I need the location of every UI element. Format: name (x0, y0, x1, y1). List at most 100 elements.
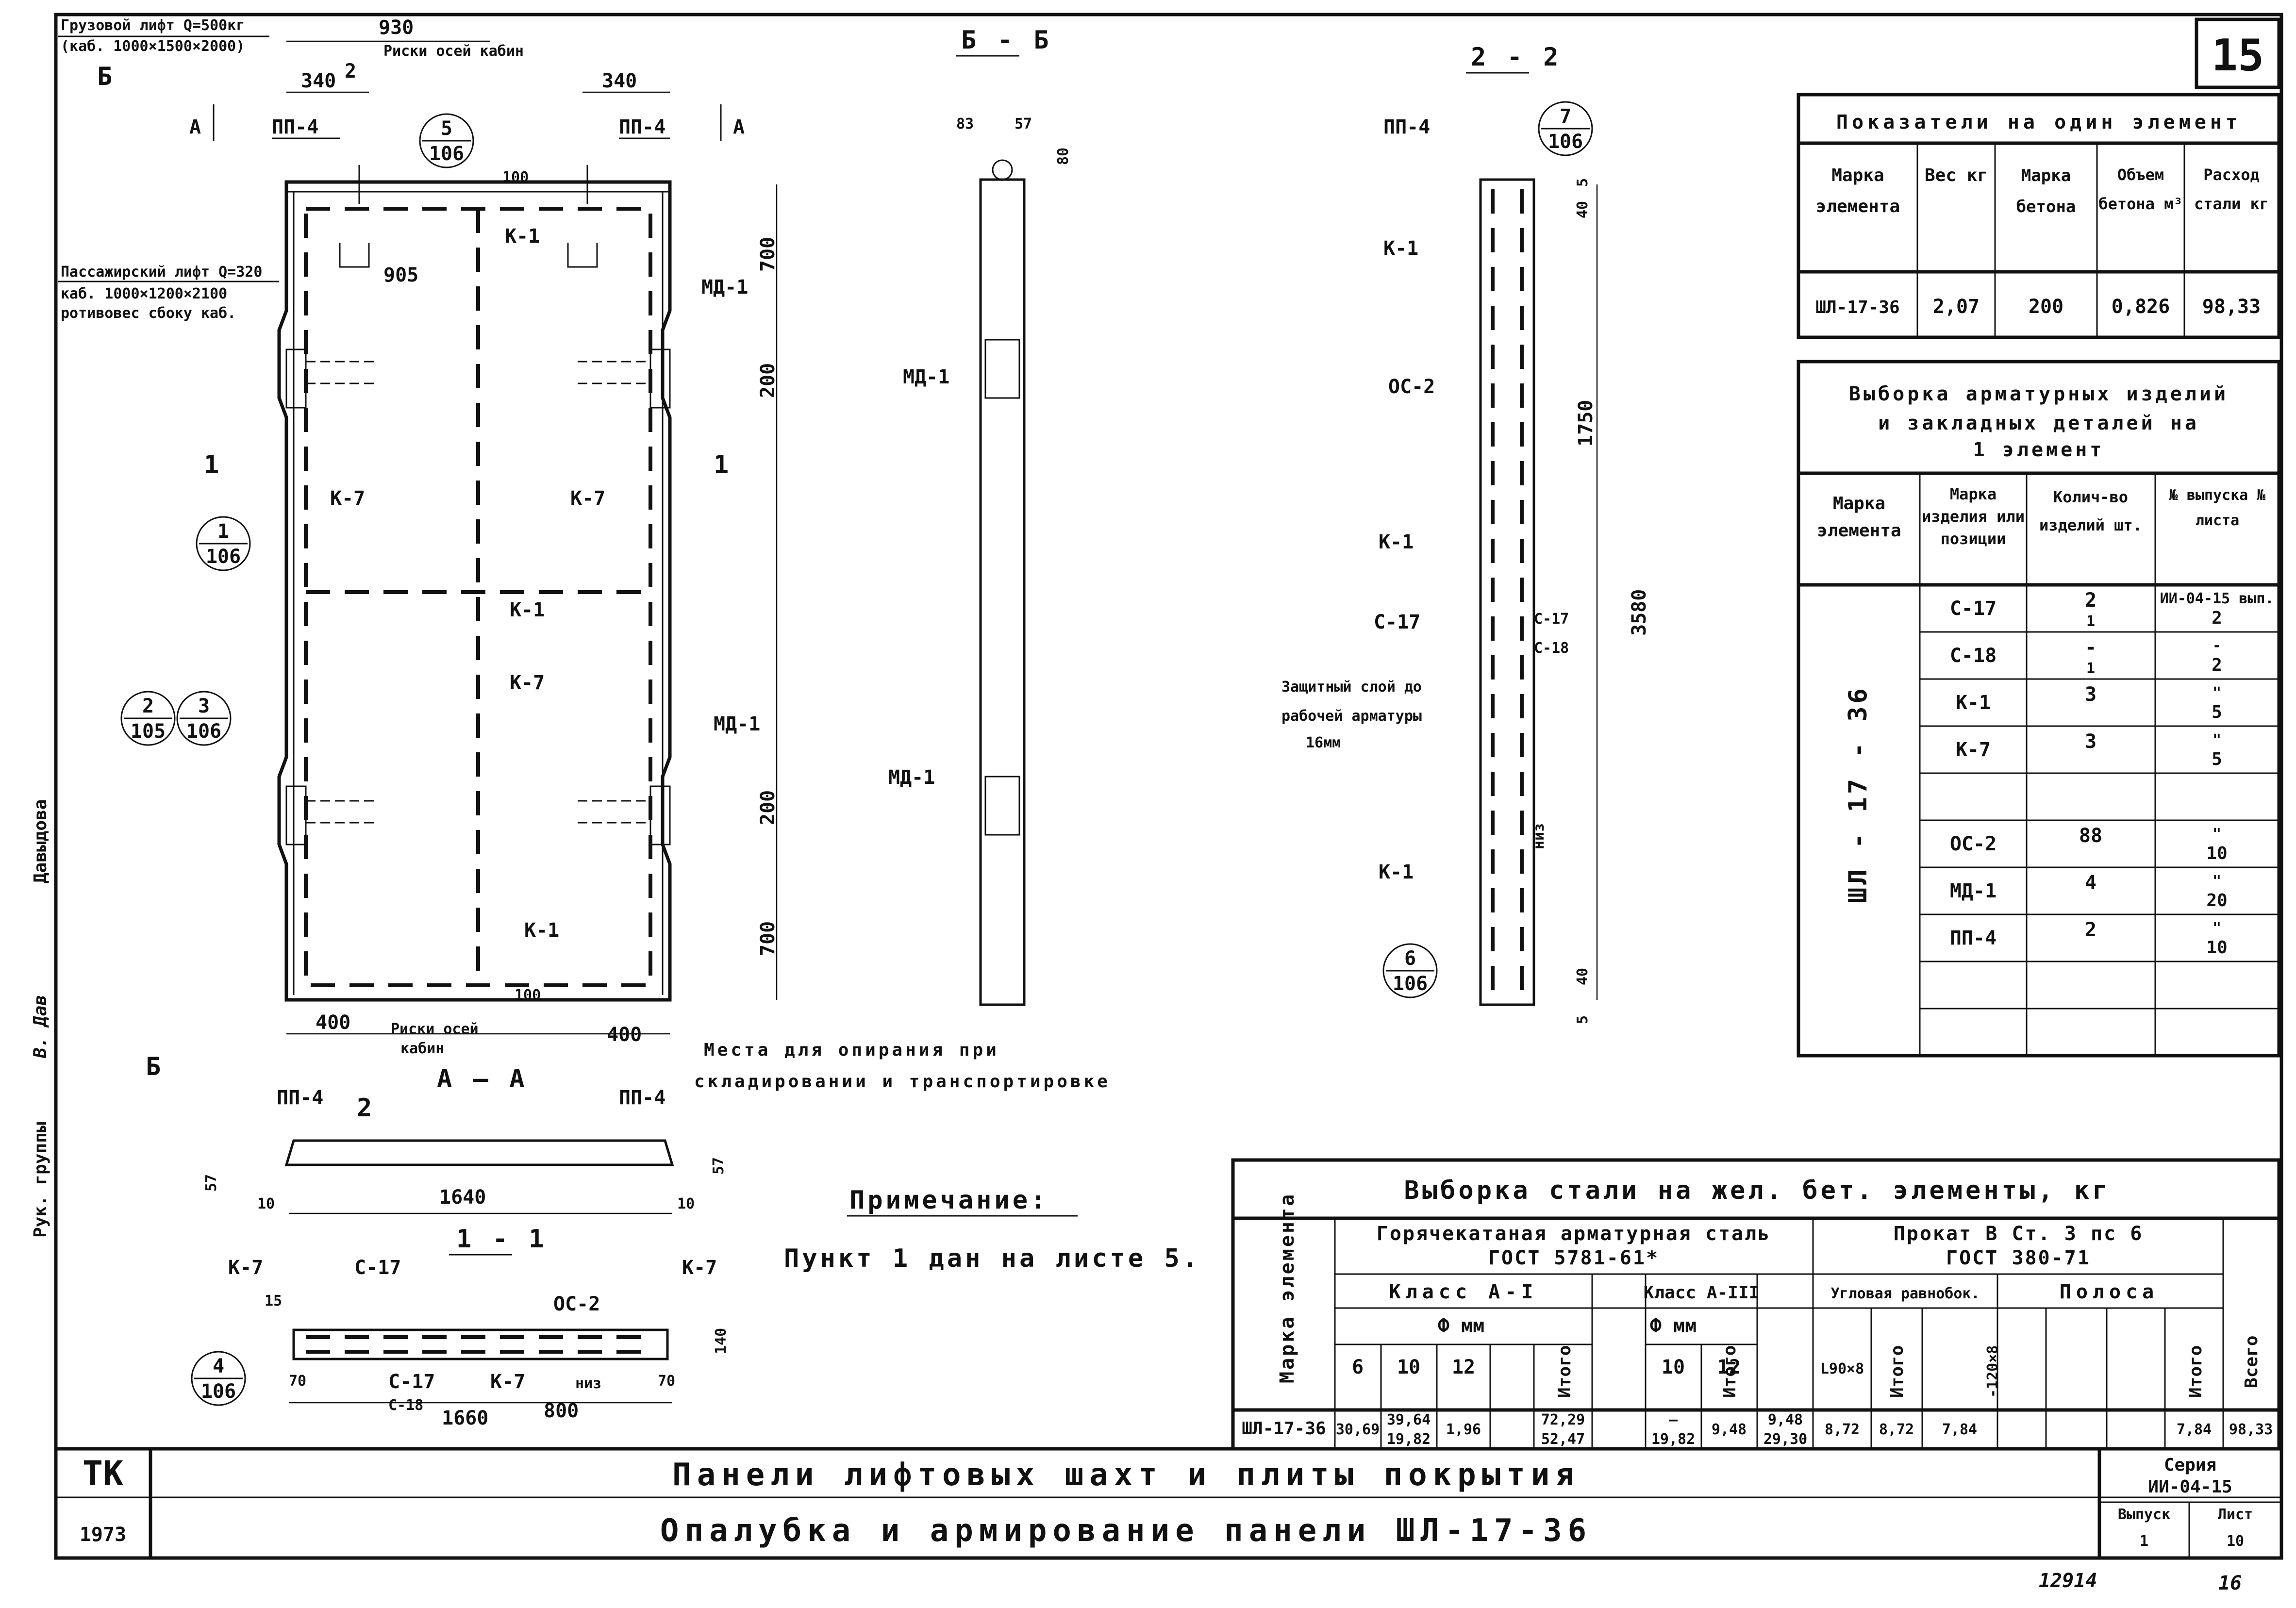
product-row-ref-top: " (2213, 826, 2221, 843)
label-pp4-22: ПП-4 (1383, 116, 1430, 138)
product-row-mark: С-17 (1950, 597, 1997, 620)
products-title-2: и закладных деталей на (1878, 412, 2199, 434)
title-block: ТК 1973 Панели лифтовых шахт и плиты пок… (80, 1454, 2253, 1550)
protective-layer-2: рабочей арматуры (1281, 708, 1422, 725)
products-header-ref: № выпуска № листа (2169, 487, 2266, 529)
indicators-header-concrete: Марка бетона (2016, 166, 2076, 216)
label-pp4-aa-right: ПП-4 (619, 1087, 666, 1109)
label-md1-bottom: МД-1 (714, 713, 760, 735)
label-c17-22: С-17 (1374, 611, 1420, 633)
product-row-ref-bottom: 2 (2212, 655, 2222, 675)
dim-100-bottom: 100 (515, 987, 541, 1004)
section-mark-b-top: Б (97, 62, 115, 91)
dim-700-bottom: 700 (757, 921, 779, 956)
dim-57-aa-right: 57 (710, 1157, 727, 1175)
label-md1-top: МД-1 (701, 276, 748, 298)
product-row-qty-top: 88 (2079, 825, 2102, 847)
callout-1-106: 1 106 (196, 516, 251, 571)
svg-text:1: 1 (217, 520, 229, 543)
page-number-bottom: 16 (2218, 1572, 2242, 1594)
products-table: Выборка арматурных изделий и закладных д… (1797, 360, 2281, 1058)
support-note-1: Места для опирания при (704, 1040, 999, 1060)
car-axis-marks-bottom-1: Риски осей (391, 1021, 479, 1038)
dim-700-top: 700 (757, 237, 779, 272)
dim-70-left: 70 (289, 1373, 306, 1390)
sheet-number-box (2195, 17, 2281, 89)
indicators-row-mark: ШЛ-17-36 (1815, 298, 1899, 317)
label-k1-top: К-1 (505, 225, 540, 248)
section-11-title: 1 - 1 (456, 1225, 547, 1254)
product-row-qty-top: 2 (2085, 589, 2096, 612)
label-c17-11-bottom: С-17 (388, 1371, 435, 1393)
svg-text:12: 12 (1717, 1356, 1741, 1378)
indicators-table: Показатели на один элемент Марка элемент… (1797, 93, 2281, 339)
svg-text:10: 10 (1397, 1356, 1420, 1378)
passenger-lift-note-3: ротивовес сбоку каб. (61, 305, 236, 322)
label-k7-11-right: К-7 (682, 1257, 717, 1279)
section-mark-a-right: А (733, 116, 745, 138)
svg-text:98,33: 98,33 (2229, 1421, 2273, 1438)
label-pp4-right: ПП-4 (619, 116, 666, 138)
product-row-qty-bottom: 1 (2086, 660, 2095, 677)
product-row-ref-bottom: 20 (2206, 891, 2227, 911)
svg-text:30,69: 30,69 (1336, 1421, 1380, 1438)
label-k1-22-bottom: К-1 (1379, 861, 1414, 883)
svg-text:8,72: 8,72 (1879, 1421, 1914, 1438)
product-row-ref-bottom: 10 (2206, 938, 2227, 958)
product-row-ref-top: " (2213, 684, 2221, 701)
label-c18-22-right: С-18 (1534, 640, 1569, 657)
protective-layer-3: 16мм (1306, 734, 1341, 751)
grand-total-header: Всего (2242, 1336, 2262, 1388)
svg-text:106: 106 (429, 143, 464, 165)
org-code: ТК (83, 1454, 123, 1493)
label-niz-11: низ (575, 1375, 601, 1392)
section-bb-view (979, 159, 1026, 1006)
support-note-2: складировании и транспортировке (694, 1072, 1111, 1092)
svg-text:5: 5 (441, 117, 452, 140)
total-angle: Итого (1887, 1345, 1907, 1398)
class-a3: Класс А-III (1644, 1283, 1759, 1303)
label-niz-22: низ (1531, 823, 1547, 849)
dim-3580: 3580 (1628, 589, 1650, 636)
rolled-2: ГОСТ 380-71 (1946, 1247, 2091, 1269)
dim-340-right: 340 (602, 70, 637, 92)
dim-800: 800 (544, 1400, 579, 1422)
dim-400-left: 400 (316, 1011, 350, 1034)
product-row-qty-top: - (2085, 636, 2096, 659)
side-stamp-name: Давыдова (31, 799, 50, 883)
svg-text:L90×8: L90×8 (1820, 1360, 1864, 1377)
indicators-header-weight: Вес кг (1924, 166, 1988, 185)
indicators-header-mark: Марка элемента (1815, 166, 1900, 216)
issue-value: 1 (2140, 1533, 2148, 1550)
dim-2-top: 2 (345, 60, 356, 83)
dim-5-bottom: 5 (1574, 1015, 1591, 1024)
label-c18-11-bottom: С-18 (388, 1397, 423, 1414)
drawing-title-1: Панели лифтовых шахт и плиты покрытия (672, 1457, 1580, 1493)
total-strip: Итого (2186, 1345, 2206, 1398)
protective-layer-1: Защитный слой до (1281, 679, 1422, 696)
products-title-1: Выборка арматурных изделий (1849, 383, 2229, 405)
svg-text:6: 6 (1352, 1356, 1364, 1378)
series-label: Серия (2164, 1455, 2216, 1475)
angle-equal: Угловая равнобок. (1830, 1285, 1980, 1302)
callout-2-105: 2 105 (120, 691, 176, 746)
label-pp4-left: ПП-4 (272, 116, 318, 138)
dim-10-aa-left: 10 (257, 1195, 275, 1212)
section-bb-title: Б - Б (961, 26, 1052, 55)
svg-text:—: — (1669, 1411, 1678, 1428)
product-row-mark: МД-1 (1950, 880, 1997, 902)
svg-text:2: 2 (142, 695, 154, 717)
side-stamp-role: Рук. группы (31, 1122, 50, 1238)
dim-80: 80 (1055, 148, 1072, 165)
product-row-ref-bottom: 5 (2212, 702, 2222, 722)
label-k1-22-mid: К-1 (1379, 531, 1414, 553)
passenger-lift-note-2: каб. 1000×1200×2100 (61, 285, 227, 302)
products-header-element: Марка элемента (1817, 494, 1901, 541)
product-row-mark: К-1 (1956, 692, 1991, 714)
sheet-value: 10 (2227, 1533, 2244, 1550)
products-element: ШЛ - 17 - 36 (1844, 685, 1873, 903)
label-k1-22-top: К-1 (1383, 237, 1418, 260)
product-row-ref-top: " (2213, 731, 2221, 748)
